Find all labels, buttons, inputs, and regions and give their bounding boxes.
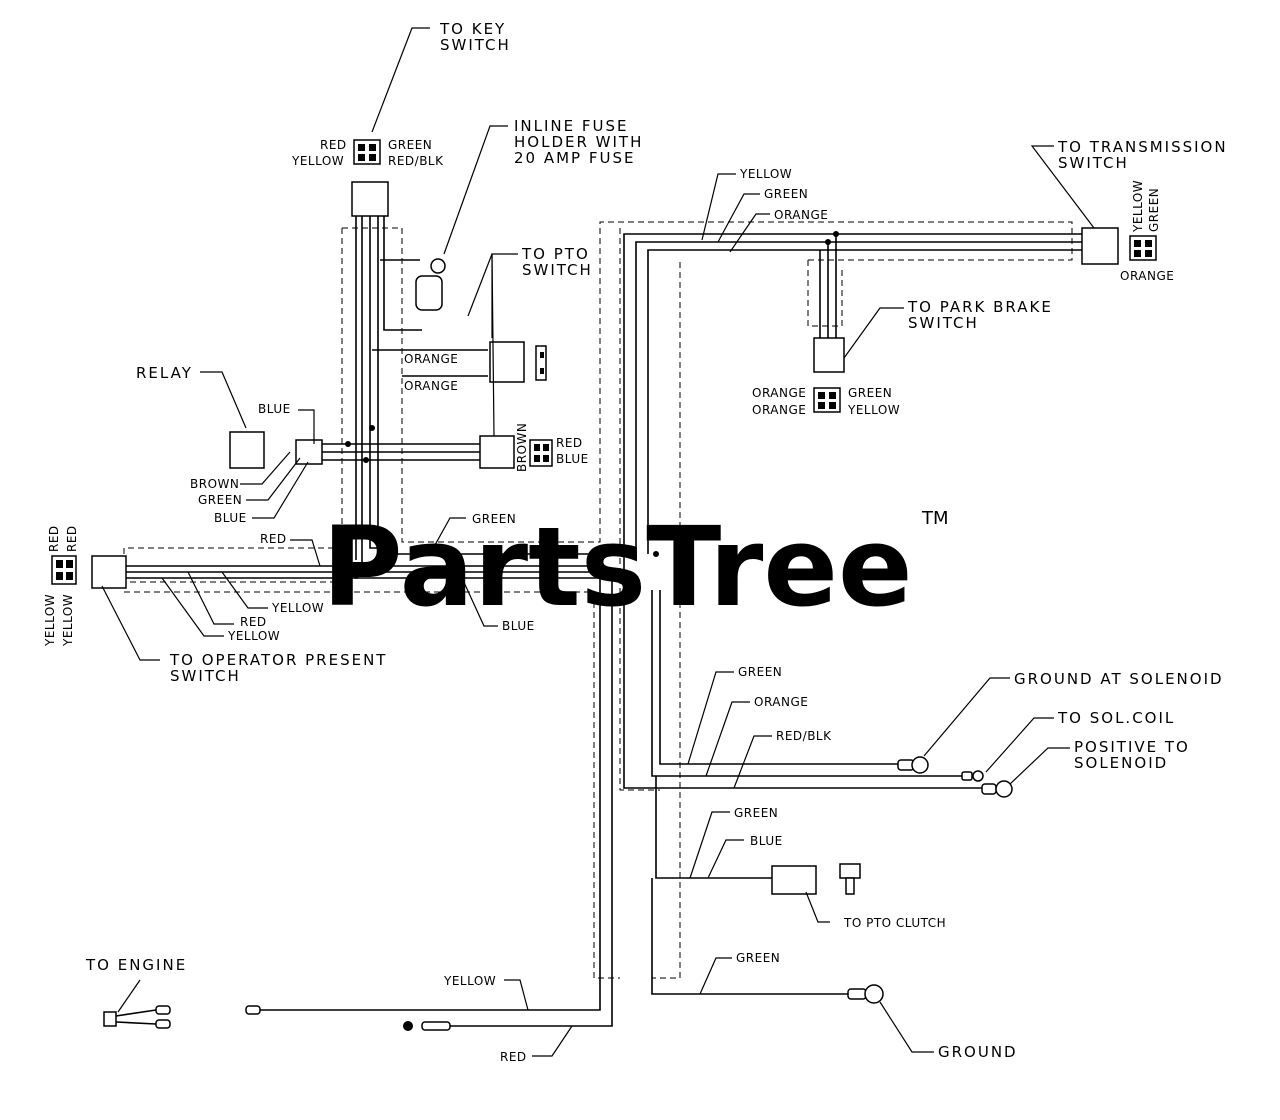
watermark-text: PartsTree [322,503,913,631]
wire-label: YELLOW [227,629,280,643]
park-brake-connector [813,337,845,373]
callout-positive-solenoid-2: SOLENOID [1074,754,1168,772]
callout-key-switch-1: TO KEY [439,20,506,38]
wire-label: YELLOW [271,601,324,615]
callout-to-engine: TO ENGINE [85,956,187,974]
callout-park-brake-2: SWITCH [908,314,979,332]
callout-park-brake-1: TO PARK BRAKE [907,298,1053,316]
pto-switch-connector [489,341,525,383]
watermark: PartsTree TM [322,503,949,631]
sol-coil-terminal-icon [961,770,984,782]
ground-ring-terminal-icon [847,984,884,1004]
key-switch-connector [351,181,389,217]
wire-label: ORANGE [752,386,806,400]
callout-pto-clutch: TO PTO CLUTCH [843,916,946,930]
callout-operator-present-2: SWITCH [170,667,241,685]
callout-pto-switch-2: SWITCH [522,261,593,279]
wire-label: GREEN [848,386,892,400]
inline-fuse-holder [415,275,443,311]
callout-ground-at-solenoid: GROUND AT SOLENOID [1014,670,1224,688]
relay-plug [295,439,323,465]
callout-sol-coil: TO SOL.COIL [1057,709,1175,727]
fuse-loop-icon [430,258,446,274]
wire-label: YELLOW [847,403,900,417]
wire-label: RED/BLK [776,729,832,743]
wire-label: YELLOW [43,594,57,647]
key-switch-plug-icon [353,139,381,165]
harness-wires [126,210,1082,1027]
callouts: TO KEY SWITCH INLINE FUSE HOLDER WITH 20… [85,20,1228,1061]
wire-label: ORANGE [754,695,808,709]
wire-label: GREEN [388,138,432,152]
wire-label: RED [47,525,61,552]
pto-switch-plug-icon [535,345,547,381]
wire-label: RED [556,436,583,450]
wire-label: BLUE [258,402,291,416]
wire-label: ORANGE [752,403,806,417]
wire-label: BROWN [190,477,239,491]
callout-inline-fuse-1: INLINE FUSE [514,117,629,135]
wire-label: BLUE [750,834,783,848]
wire-label: ORANGE [1120,269,1174,283]
engine-pigtail-icon [103,1005,171,1029]
pto-lower-plug-icon [529,439,553,467]
wire-label: ORANGE [404,352,458,366]
park-brake-plug-icon [813,387,841,413]
wire-label: GREEN [764,187,808,201]
wire-label: GREEN [734,806,778,820]
wire-label: ORANGE [404,379,458,393]
callout-key-switch-2: SWITCH [440,36,511,54]
wire-label: BLUE [556,452,589,466]
ground-at-solenoid-terminal-icon [897,756,929,774]
engine-red-bullet [403,1021,413,1031]
wire-label: YELLOW [1131,180,1145,233]
engine-yellow-terminal [245,1005,261,1015]
callout-relay: RELAY [136,364,193,382]
callout-transmission-2: SWITCH [1058,154,1129,172]
wire-label: GREEN [1147,188,1161,232]
wire-labels: RED GREEN YELLOW RED/BLK ORANGE ORANGE B… [43,138,1174,1064]
callout-operator-present-1: TO OPERATOR PRESENT [169,651,387,669]
relay-box [229,431,265,469]
components [51,139,1157,1031]
wire-label: BLUE [214,511,247,525]
callout-positive-solenoid-1: POSITIVE TO [1074,738,1190,756]
wire-label: YELLOW [739,167,792,181]
callout-pto-switch-1: TO PTO [521,245,590,263]
wire-label: YELLOW [61,594,75,647]
callout-inline-fuse-2: HOLDER WITH [514,133,643,151]
wire-label: RED [65,525,79,552]
wire-label: RED/BLK [388,154,444,168]
engine-red-terminal [421,1021,451,1031]
operator-present-plug-icon [51,555,77,585]
wire-label: YELLOW [443,974,496,988]
wire-label: RED [260,532,287,546]
wire-label: BROWN [515,423,529,472]
callout-transmission-1: TO TRANSMISSION [1057,138,1228,156]
operator-present-connector [91,555,127,589]
wire-label: ORANGE [774,208,828,222]
pto-clutch-plug-icon [839,863,861,895]
wire-label: RED [500,1050,527,1064]
leader-lines [101,27,1095,1057]
watermark-tm: TM [921,508,949,529]
pto-lower-connector [479,435,515,469]
wire-label: GREEN [472,512,516,526]
wire-label: RED [240,615,267,629]
pto-clutch-connector [771,865,817,895]
callout-inline-fuse-3: 20 AMP FUSE [514,149,635,167]
positive-solenoid-terminal-icon [981,780,1013,798]
wire-label: GREEN [198,493,242,507]
transmission-plug-icon [1129,235,1157,261]
transmission-switch-connector [1081,227,1119,265]
wire-label: GREEN [736,951,780,965]
wire-label: BLUE [502,619,535,633]
wire-label: RED [320,138,347,152]
wire-label: YELLOW [291,154,344,168]
wire-label: GREEN [738,665,782,679]
callout-ground: GROUND [938,1043,1018,1061]
